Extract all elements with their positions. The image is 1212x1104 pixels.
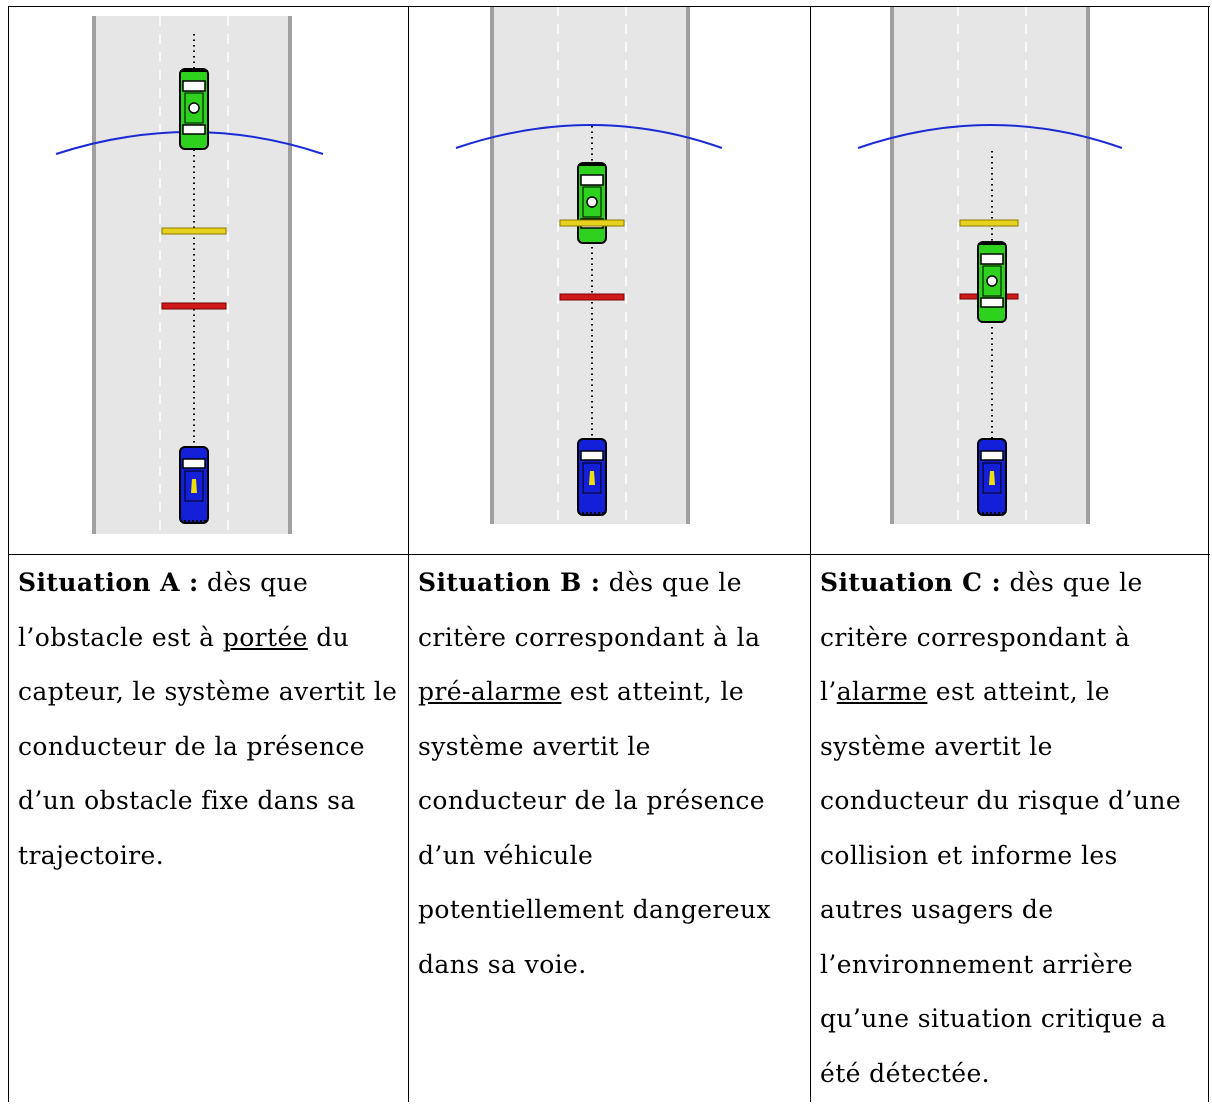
alarm-marker [161, 302, 227, 310]
ego-car-icon [577, 438, 607, 516]
road-icon [857, 6, 1123, 524]
pre-alarm-marker [559, 219, 625, 227]
caption-situation-c: Situation C : dès que le critère corresp… [810, 556, 1210, 1101]
ego-car-icon [179, 446, 209, 524]
table-border-top [8, 6, 1210, 7]
alarm-marker [559, 293, 625, 301]
road-icon [455, 6, 723, 524]
caption-text: du capteur, le système avertit le conduc… [18, 622, 398, 870]
obstacle-car-icon [977, 241, 1007, 323]
caption-situation-b: Situation B : dès que le critère corresp… [408, 556, 810, 992]
situation-label: Situation B : [418, 568, 601, 597]
figure-situation-c [810, 6, 1210, 554]
caption-keyword: alarme [836, 677, 928, 706]
caption-text: est atteint, le système avertit le condu… [820, 677, 1182, 1088]
situation-label: Situation A : [18, 568, 199, 597]
table-row-divider [8, 554, 1210, 555]
figure-situation-b [408, 6, 810, 554]
obstacle-car-icon [179, 68, 209, 150]
caption-keyword: portée [222, 622, 308, 652]
sensor-range-arc [455, 124, 723, 149]
road-icon [55, 16, 324, 534]
caption-text: dès que l’obstacle est à [18, 568, 309, 652]
caption-text: dès que le critère correspondant à la [418, 568, 761, 652]
pre-alarm-marker [161, 227, 227, 235]
caption-text: est atteint, le système avertit le condu… [418, 677, 771, 979]
situation-table: Situation A : dès que l’obstacle est à p… [8, 6, 1210, 1102]
caption-keyword: pré-alarme [418, 677, 562, 706]
situation-label: Situation C : [820, 568, 1002, 597]
pre-alarm-marker [959, 219, 1019, 227]
caption-situation-a: Situation A : dès que l’obstacle est à p… [8, 556, 408, 883]
ego-car-icon [977, 438, 1007, 516]
obstacle-car-icon [577, 162, 607, 244]
caption-text: dès que le critère correspondant à l’ [820, 568, 1143, 706]
sensor-range-arc [857, 124, 1123, 149]
figure-situation-a [8, 6, 408, 554]
